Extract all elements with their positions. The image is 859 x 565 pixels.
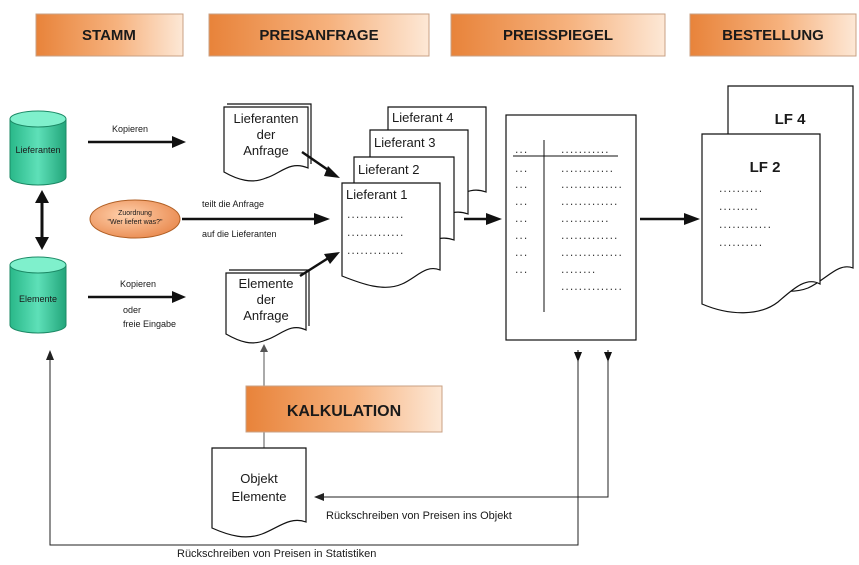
- teilt-label: teilt die Anfrage: [202, 199, 264, 209]
- arrow-kopieren-elemente: Kopieren oder freie Eingabe: [88, 279, 186, 329]
- link-arrow-databases: [35, 190, 49, 250]
- lieferanten-doc-line1: Lieferanten: [233, 111, 298, 126]
- auf-lieferanten-label: auf die Lieferanten: [202, 229, 277, 239]
- arrow-elemente-to-supplier: [299, 255, 331, 278]
- bestellung-docs: LF 4 LF 2 .......... ......... .........…: [701, 85, 854, 314]
- oder-label: oder: [123, 305, 141, 315]
- wer-liefert-was-label: "Wer liefert was?": [107, 219, 163, 226]
- pt-left-6: ...: [514, 249, 527, 259]
- preisspiegel-table: ... ... ... ... ... ... ... ... ........…: [505, 114, 637, 341]
- kalkulation-box: KALKULATION: [245, 344, 443, 448]
- pt-right-4: ...........: [560, 215, 609, 225]
- kopieren-label-top: Kopieren: [112, 124, 148, 134]
- arrow-teilt-anfrage: teilt die Anfrage auf die Lieferanten: [182, 199, 330, 239]
- rueckschreiben-objekt-label: Rückschreiben von Preisen ins Objekt: [326, 510, 512, 522]
- pt-right-2: ..............: [560, 181, 622, 191]
- supplier-stack: Lieferant 4 Lieferant 3 Lieferant 2 Lief…: [341, 106, 487, 288]
- pt-right-8: ..............: [560, 283, 622, 293]
- pt-right-0: ...........: [560, 146, 609, 156]
- header-stamm-label: STAMM: [82, 27, 136, 44]
- freie-eingabe-label: freie Eingabe: [123, 319, 176, 329]
- arrow-to-bestellung: [640, 213, 700, 225]
- pt-left-7: ...: [514, 266, 527, 276]
- header-preisspiegel: PREISSPIEGEL: [450, 13, 666, 57]
- pt-left-0: ...: [514, 146, 527, 156]
- kalkulation-label: KALKULATION: [287, 403, 401, 420]
- lieferanten-doc-line2: der: [257, 127, 276, 142]
- doc-lieferanten-der-anfrage: Lieferanten der Anfrage: [223, 103, 312, 182]
- database-lieferanten: Lieferanten: [9, 110, 67, 186]
- header-bestellung-label: BESTELLUNG: [722, 27, 824, 44]
- database-elemente-label: Elemente: [19, 294, 57, 304]
- objekt-doc-line1: Objekt: [240, 471, 278, 486]
- lieferant-1-dots-3: .............: [346, 247, 403, 257]
- lf-2-line-2: ............: [718, 221, 771, 231]
- objekt-doc-line2: Elemente: [232, 489, 287, 504]
- header-preisanfrage: PREISANFRAGE: [208, 13, 430, 57]
- pt-left-5: ...: [514, 232, 527, 242]
- lf-2-line-0: ..........: [718, 185, 762, 195]
- pt-right-5: .............: [560, 232, 617, 242]
- elemente-doc-line3: Anfrage: [243, 308, 289, 323]
- zuordnung-label: Zuordnung: [118, 210, 152, 217]
- doc-lf-2: LF 2 .......... ......... ............ .…: [701, 133, 821, 314]
- header-preisspiegel-label: PREISSPIEGEL: [503, 27, 613, 44]
- lf-2-label: LF 2: [750, 159, 781, 176]
- pt-right-3: .............: [560, 198, 617, 208]
- kopieren-label-bottom: Kopieren: [120, 279, 156, 289]
- header-bestellung: BESTELLUNG: [689, 13, 857, 57]
- pt-left-3: ...: [514, 198, 527, 208]
- pt-left-4: ...: [514, 215, 527, 225]
- lf-2-line-3: ..........: [718, 239, 762, 249]
- zuordnung-ellipse: Zuordnung "Wer liefert was?": [89, 199, 181, 239]
- lf-4-label: LF 4: [775, 111, 806, 128]
- arrow-kopieren-lieferanten: Kopieren: [88, 124, 186, 148]
- pt-left-1: ...: [514, 165, 527, 175]
- lieferant-1-dots-1: .............: [346, 211, 403, 221]
- lf-2-line-1: .........: [718, 203, 758, 213]
- doc-elemente-der-anfrage: Elemente der Anfrage: [225, 269, 310, 344]
- lieferanten-doc-line3: Anfrage: [243, 143, 289, 158]
- lieferant-1-label: Lieferant 1: [346, 187, 407, 202]
- doc-objekt-elemente: Objekt Elemente: [211, 447, 307, 538]
- lieferant-4-label: Lieferant 4: [392, 110, 453, 125]
- pt-right-7: ........: [560, 266, 595, 276]
- lieferant-3-label: Lieferant 3: [374, 135, 435, 150]
- lieferant-1-dots-2: .............: [346, 229, 403, 239]
- doc-lieferant-1: Lieferant 1 ............. ............. …: [341, 182, 441, 288]
- elemente-doc-line1: Elemente: [239, 276, 294, 291]
- feedback-arrows: Rückschreiben von Preisen ins Objekt: [46, 350, 612, 546]
- arrow-to-preisspiegel: [464, 213, 502, 225]
- rueckschreiben-statistiken-label: Rückschreiben von Preisen in Statistiken: [177, 548, 377, 560]
- header-preisanfrage-label: PREISANFRAGE: [259, 27, 378, 44]
- elemente-doc-line2: der: [257, 292, 276, 307]
- pt-right-1: ............: [560, 165, 613, 175]
- pt-left-2: ...: [514, 181, 527, 191]
- database-lieferanten-label: Lieferanten: [15, 145, 60, 155]
- pt-right-6: ..............: [560, 249, 622, 259]
- header-stamm: STAMM: [35, 13, 184, 57]
- lieferant-2-label: Lieferant 2: [358, 162, 419, 177]
- database-elemente: Elemente: [9, 256, 67, 334]
